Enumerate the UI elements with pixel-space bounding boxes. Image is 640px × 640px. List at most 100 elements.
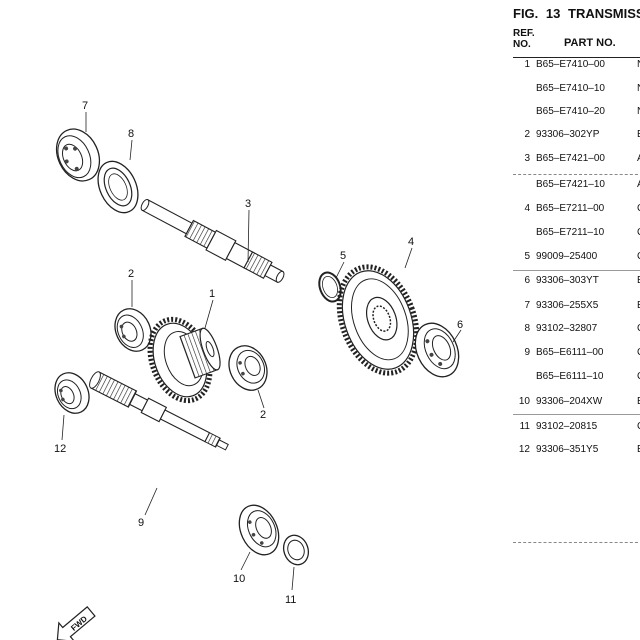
callout-4: 4 [408,236,414,248]
callout-8: 8 [128,128,134,140]
bearing-2-upper [114,308,152,352]
part-name: E [637,395,640,409]
part-number: B65–E6111–00 [536,347,604,358]
circlip-5 [318,271,342,303]
part-name: C [637,346,640,360]
callout-6: 6 [457,319,463,331]
part-name: N [637,105,640,119]
ref-no-header: REF. NO. [513,28,535,50]
main-shaft-3 [140,198,285,283]
ref-number: 8 [524,323,530,334]
part-no-header: PART NO. [564,37,616,49]
ref-number: 12 [518,444,530,455]
ref-number: 2 [524,129,530,140]
ref-number: 7 [524,300,530,311]
part-name: N [637,58,640,72]
table-row: B65–E7410–10 N [513,82,640,96]
fwd-arrow-icon: FWD [56,606,96,640]
exploded-parts-diagram: 7 8 3 5 4 [54,100,463,640]
table-row: B65–E7410–20 N [513,105,640,119]
bearing-12 [54,372,90,414]
callout-2-upper: 2 [128,268,134,280]
part-name: E [637,274,640,288]
ref-number: 10 [518,396,530,407]
callout-7: 7 [82,100,88,112]
row-divider [513,174,640,175]
figure-label: FIG. [513,6,539,21]
part-name: C [637,250,640,264]
row-divider [513,414,640,415]
table-row: 9 B65–E6111–00 C [513,346,640,360]
callout-11: 11 [285,594,296,606]
table-row: 6 93306–303YT E [513,274,640,288]
table-row: 4 B65–E7211–00 C [513,202,640,216]
table-row: 8 93102–32807 C [513,322,640,336]
part-number: 93306–351Y5 [536,444,599,455]
part-number: B65–E7410–20 [536,106,605,117]
callout-12: 12 [54,443,66,455]
part-number: 99009–25400 [536,251,598,262]
part-name: A [637,178,640,192]
part-number: B65–E6111–10 [536,371,604,382]
callout-2-lower: 2 [260,409,266,421]
part-number: B65–E7211–00 [536,203,605,214]
ref-number: 3 [524,153,530,164]
ref-number: 11 [519,421,530,432]
part-name: N [637,82,640,96]
figure-name: TRANSMISS [568,6,640,21]
table-row: B65–E6111–10 C [513,370,640,384]
callout-1: 1 [209,288,215,300]
ref-number: 4 [524,203,530,214]
table-row: 12 93306–351Y5 E [513,443,640,457]
table-row: 3 B65–E7421–00 A [513,152,640,166]
ref-number: 1 [524,59,530,70]
part-number: B65–E7410–10 [536,83,605,94]
part-name: A [637,152,640,166]
callout-9: 9 [138,517,144,529]
parts-table-header: REF. NO. PART NO. [513,28,640,56]
table-row: B65–E7211–10 C [513,226,640,240]
part-number: 93306–303YT [536,275,599,286]
oil-seal-11 [282,534,310,566]
bearing-2-lower [228,345,268,391]
figure-number: 13 [545,6,561,21]
bearing-7 [55,128,101,182]
callout-5: 5 [340,250,346,262]
part-name: C [637,370,640,384]
table-row: 5 99009–25400 C [513,250,640,264]
part-number: 93306–302YP [536,129,600,140]
table-row: 10 93306–204XW E [513,395,640,409]
callout-10: 10 [233,573,245,585]
callout-3: 3 [245,198,251,210]
part-name: E [637,443,640,457]
header-divider [513,57,640,58]
table-row: 2 93306–302YP E [513,128,640,142]
gear-4 [336,264,420,376]
ref-number: 9 [524,347,530,358]
part-name: C [637,202,640,216]
table-row: B65–E7421–10 A [513,178,640,192]
ref-number: 5 [524,251,530,262]
part-number: B65–E7421–00 [536,153,605,164]
table-row: 7 93306–255X5 E [513,299,640,313]
part-number: 93102–20815 [536,421,598,432]
part-number: 93102–32807 [536,323,598,334]
part-number: 93306–204XW [536,396,603,407]
drive-shaft-9 [89,371,229,451]
row-divider [513,270,640,271]
part-name: E [637,299,640,313]
gear-cluster-1 [147,316,221,404]
figure-title: FIG. 13 TRANSMISS [513,6,640,21]
part-name: C [637,226,640,240]
part-number: B65–E7421–10 [536,179,605,190]
bearing-10 [238,504,280,556]
part-number: 93306–255X5 [536,300,599,311]
part-number: B65–E7211–10 [536,227,605,238]
row-divider [513,542,640,543]
ref-number: 6 [524,275,530,286]
part-name: C [637,322,640,336]
oil-seal-8 [97,160,139,214]
part-name: E [637,128,640,142]
